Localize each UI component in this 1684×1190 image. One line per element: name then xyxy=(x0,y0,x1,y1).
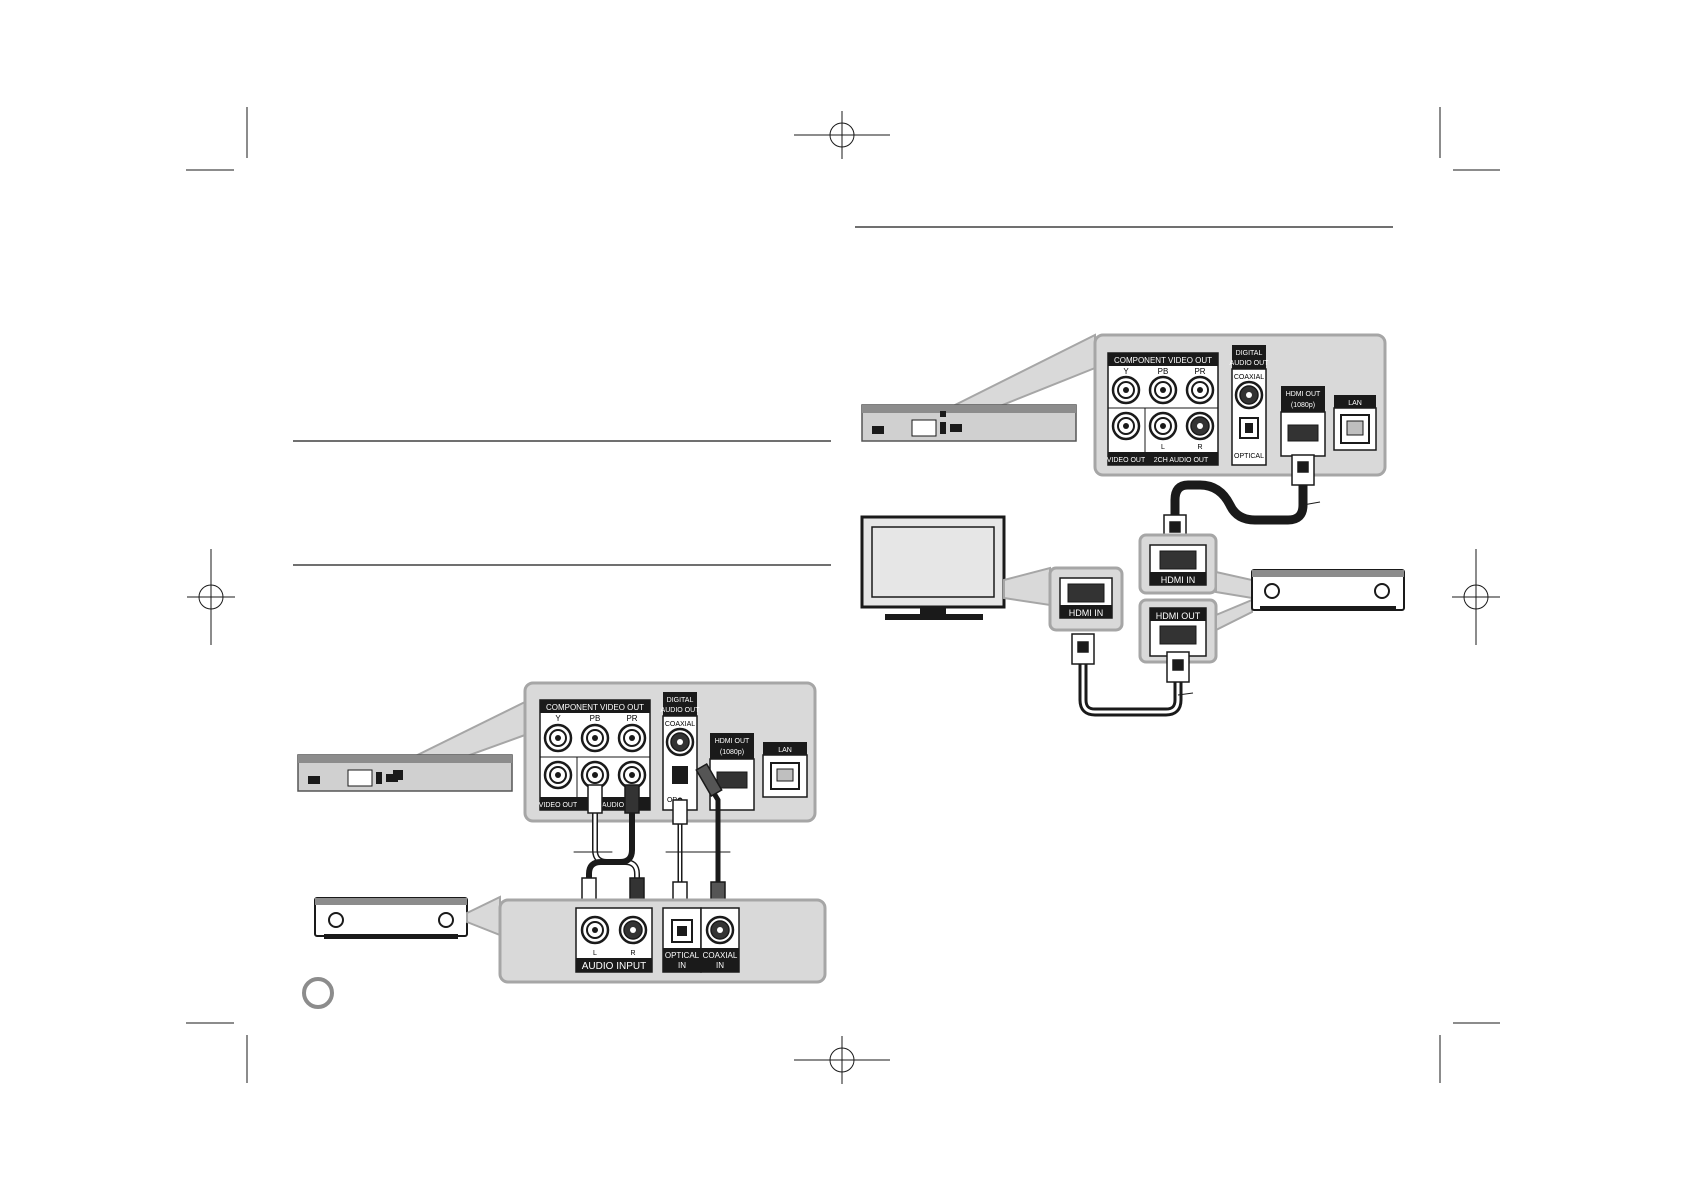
page-number-badge xyxy=(302,977,334,1009)
hdmi-out-label-2-right: (1080p) xyxy=(1291,402,1315,409)
audio-out-l-jack-right xyxy=(1148,411,1178,441)
digital-audio-out-label-1: DIGITAL xyxy=(667,697,694,704)
hdmi-out-label-2: (1080p) xyxy=(720,749,744,756)
optical-out-port xyxy=(672,766,688,784)
audio-out-l-jack xyxy=(580,760,610,790)
coaxial-out-jack-right xyxy=(1234,380,1264,410)
audio-r-label-right: R xyxy=(1197,444,1202,451)
receiver-hdmi-out-label: HDMI OUT xyxy=(1156,611,1201,621)
coaxial-in-jack xyxy=(705,915,735,945)
lan-label-right: LAN xyxy=(1348,400,1362,407)
optical-in-label-1: OPTICAL xyxy=(665,951,700,960)
receiver-callout-wedge xyxy=(466,895,501,937)
video-out-label-right: VIDEO OUT xyxy=(1107,457,1146,464)
audio-out-r-jack xyxy=(617,760,647,790)
jack-label-y-right: Y xyxy=(1123,367,1129,376)
jack-label-pb-right: PB xyxy=(1158,367,1169,376)
receiver-hdmi-in-label: HDMI IN xyxy=(1161,575,1196,585)
component-video-out-label-right: COMPONENT VIDEO OUT xyxy=(1114,356,1212,365)
section-rules xyxy=(293,226,1393,566)
optical-in-label-2: IN xyxy=(678,961,686,970)
audio-input-l-jack xyxy=(580,915,610,945)
audio-out-label-partial: AUDIO xyxy=(602,802,625,809)
audio-connection-diagram: COMPONENT VIDEO OUT Y PB PR VIDEO OUT AU… xyxy=(297,681,827,1009)
receiver-input-panel: L R AUDIO INPUT OPTICAL IN COAXIAL IN xyxy=(498,898,827,984)
coaxial-in-label-2: IN xyxy=(716,961,724,970)
audio-input-label: AUDIO INPUT xyxy=(582,961,646,972)
video-out-jack-right xyxy=(1111,411,1141,441)
hdmi-out-label-1: HDMI OUT xyxy=(715,738,750,745)
jack-label-y: Y xyxy=(555,714,561,723)
audio-input-r-label: R xyxy=(630,950,635,957)
audio-input-r-jack xyxy=(618,915,648,945)
component-y-jack xyxy=(543,723,573,753)
hdmi-out-label-1-right: HDMI OUT xyxy=(1286,391,1321,398)
coaxial-out-jack xyxy=(665,727,695,757)
audio-out-r-jack-right xyxy=(1185,411,1215,441)
tv-hdmi-in-port xyxy=(1067,583,1105,603)
jack-label-pb: PB xyxy=(590,714,601,723)
coaxial-out-label-right: COAXIAL xyxy=(1234,374,1264,381)
av-receiver-left xyxy=(314,897,468,939)
crop-marks xyxy=(186,107,1500,1083)
av-receiver-right xyxy=(1215,569,1405,632)
video-out-jack xyxy=(543,760,573,790)
component-pb-jack-right xyxy=(1148,375,1178,405)
player-back-panel: COMPONENT VIDEO OUT Y PB PR VIDEO OUT AU… xyxy=(523,681,817,823)
component-video-out-label: COMPONENT VIDEO OUT xyxy=(546,703,644,712)
blu-ray-player-right xyxy=(861,404,1077,442)
coaxial-in-label-1: COAXIAL xyxy=(703,951,738,960)
audio-out-2ch-label: 2CH AUDIO OUT xyxy=(1154,457,1209,464)
television xyxy=(860,515,1051,620)
receiver-hdmi-in-port xyxy=(1159,550,1197,570)
video-out-label: VIDEO OUT xyxy=(539,802,578,809)
receiver-hdmi-out-port xyxy=(1159,625,1197,645)
hdmi-out-port xyxy=(716,771,748,789)
digital-audio-out-label-2-right: AUDIO OUT xyxy=(1230,360,1270,367)
jack-label-pr-right: PR xyxy=(1194,367,1205,376)
hdmi-cable-receiver-to-tv xyxy=(1078,655,1194,717)
component-pr-jack-right xyxy=(1185,375,1215,405)
component-pr-jack xyxy=(617,723,647,753)
optical-out-label-right: OPTICAL xyxy=(1234,453,1264,460)
jack-label-pr: PR xyxy=(626,714,637,723)
optical-out-label-partial: OP xyxy=(667,797,677,804)
hdmi-out-port-right xyxy=(1287,424,1319,442)
coaxial-out-label: COAXIAL xyxy=(665,721,695,728)
receiver-hdmi-out-panel: HDMI OUT xyxy=(1138,598,1218,664)
hdmi-connection-diagram: COMPONENT VIDEO OUT Y PB PR L R VIDEO OU… xyxy=(860,333,1405,717)
component-pb-jack xyxy=(580,723,610,753)
hdmi-plugs-bottom xyxy=(1071,633,1190,683)
lan-label: LAN xyxy=(778,747,792,754)
digital-audio-out-label-1-right: DIGITAL xyxy=(1236,350,1263,357)
tv-hdmi-in-label: HDMI IN xyxy=(1069,608,1104,618)
component-y-jack-right xyxy=(1111,375,1141,405)
digital-audio-out-label-2: AUDIO OUT xyxy=(661,707,701,714)
hdmi-cable-player-to-receiver xyxy=(1170,465,1321,525)
blu-ray-player xyxy=(297,754,513,792)
player-back-panel-right: COMPONENT VIDEO OUT Y PB PR L R VIDEO OU… xyxy=(1093,333,1387,477)
tv-hdmi-in-panel: HDMI IN xyxy=(1048,566,1124,632)
audio-l-label-right: L xyxy=(1161,444,1165,451)
receiver-hdmi-in-panel: HDMI IN xyxy=(1138,533,1218,595)
audio-input-l-label: L xyxy=(593,950,597,957)
